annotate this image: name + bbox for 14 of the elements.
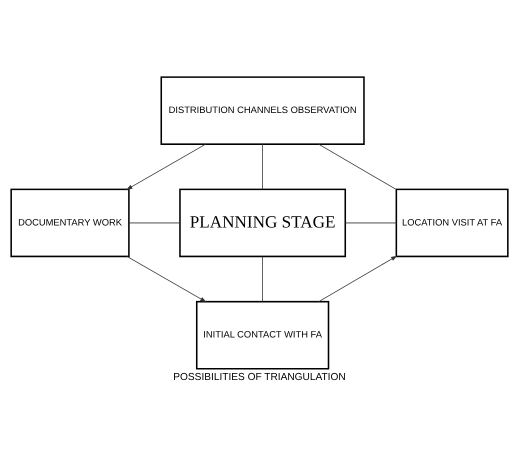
connector [262,143,263,190]
arrow [318,255,398,302]
connector [262,256,263,302]
node-box: INITIAL CONTACT WITH FA [196,300,330,369]
connector [318,143,397,190]
arrow [126,256,206,302]
connector [345,222,397,223]
connector [128,222,180,223]
arrow [126,143,206,190]
caption: POSSIBILITIES OF TRIANGULATION [173,371,346,382]
node-box: LOCATION VISIT AT FA [396,188,509,257]
node-box: DISTRIBUTION CHANNELS OBSERVATION [160,76,365,144]
node-box: PLANNING STAGE [179,188,346,257]
node-box: DOCUMENTARY WORK [10,188,130,257]
